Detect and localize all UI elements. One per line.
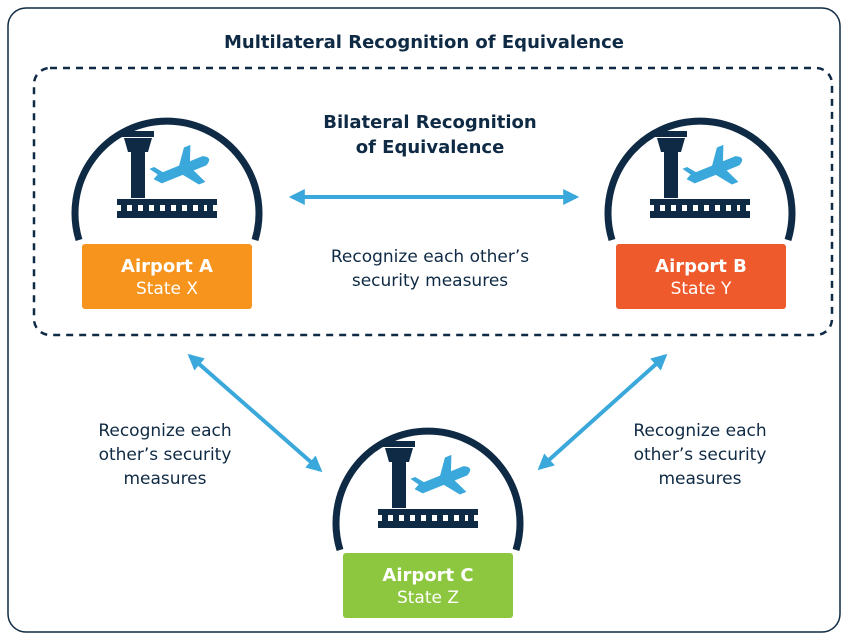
desc-a-b-line1: Recognize each other’s (330, 247, 530, 267)
desc-a-c-line2: other’s security (98, 444, 232, 465)
bilateral-title-line2: of Equivalence (355, 137, 505, 159)
airport-a-state: State X (135, 279, 199, 300)
airplane-icon (682, 144, 743, 185)
airport-c-name: Airport C (382, 565, 474, 586)
control-tower-icon (122, 131, 154, 198)
airport-b-icon (604, 117, 796, 242)
multilateral-title: Multilateral Recognition of Equivalence (223, 32, 625, 53)
desc-a-c-line3: measures (123, 468, 207, 489)
airplane-icon (149, 144, 210, 185)
terminal-building-icon (650, 199, 750, 218)
control-tower-icon (655, 131, 687, 198)
arrow-b-c (537, 353, 668, 471)
bilateral-title: Bilateral Recognition of Equivalence (300, 110, 560, 160)
airport-c-card: Airport C State Z (343, 553, 513, 618)
airport-c-icon (332, 427, 524, 552)
desc-a-b: Recognize each other’s security measures (300, 246, 560, 294)
bilateral-title-line1: Bilateral Recognition (323, 112, 537, 133)
desc-b-c: Recognize each other’s security measures (605, 420, 795, 491)
outer-frame (7, 7, 841, 633)
desc-b-c-line2: other’s security (633, 444, 767, 465)
multilateral-boundary (32, 66, 834, 337)
desc-a-c-line1: Recognize each (98, 421, 232, 441)
airport-c-state: State Z (396, 588, 460, 609)
airport-b-name: Airport B (655, 256, 747, 277)
airport-b-card: Airport B State Y (616, 244, 786, 309)
desc-b-c-line3: measures (658, 468, 742, 489)
airport-a-name: Airport A (121, 256, 213, 277)
airplane-icon (410, 454, 471, 495)
control-tower-icon (383, 441, 415, 508)
airport-b-state: State Y (670, 279, 732, 300)
terminal-building-icon (378, 509, 478, 528)
airport-a-card: Airport A State X (82, 244, 252, 309)
desc-a-c: Recognize each other’s security measures (70, 420, 260, 491)
desc-b-c-line1: Recognize each (633, 421, 767, 441)
terminal-building-icon (117, 199, 217, 218)
airport-a-icon (71, 117, 263, 242)
desc-a-b-line2: security measures (351, 270, 509, 291)
arrow-a-c (187, 353, 323, 473)
